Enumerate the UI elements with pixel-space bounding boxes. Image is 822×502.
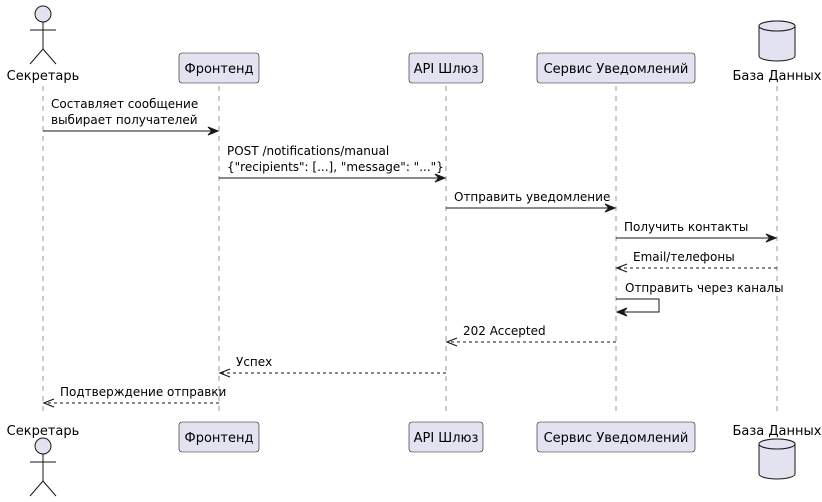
message-5: Email/телефоны xyxy=(615,250,777,273)
arrowhead-5 xyxy=(615,263,628,273)
participant-box-notify-bottom xyxy=(536,421,696,453)
message-3: Отправить уведомление xyxy=(446,190,617,213)
arrowhead-1 xyxy=(207,126,220,136)
participant-label-gateway-top: API Шлюз xyxy=(414,62,479,77)
message-7: 202 Accepted xyxy=(445,324,616,347)
message-label-5: Email/телефоны xyxy=(633,250,735,264)
actor-icon-top xyxy=(29,5,57,65)
message-label-4: Получить контакты xyxy=(624,220,748,234)
message-label-6: Отправить через каналы xyxy=(625,281,784,295)
message-1: Составляет сообщение выбирает получателей xyxy=(43,97,220,136)
message-label-1-line-2: выбирает получателей xyxy=(51,113,198,127)
participant-label-secretary-top: Секретарь xyxy=(7,69,80,84)
participant-box-gateway-top xyxy=(408,52,484,84)
database-icon-bottom xyxy=(758,438,796,480)
message-9: Подтверждение отправки xyxy=(42,385,226,408)
arrowhead-9 xyxy=(42,398,55,408)
message-label-2-line-2: {"recipients": [...], "message": "..."} xyxy=(227,160,444,174)
message-label-7: 202 Accepted xyxy=(463,324,546,338)
message-label-8: Успех xyxy=(236,355,272,369)
participant-label-notify-top: Сервис Уведомлений xyxy=(544,62,689,77)
message-line-6 xyxy=(616,298,660,313)
arrowhead-6 xyxy=(615,307,628,317)
arrowhead-7 xyxy=(445,337,458,347)
participant-box-frontend-bottom xyxy=(178,421,260,453)
participant-box-frontend-top xyxy=(178,52,260,84)
message-6: Отправить через каналы xyxy=(615,281,784,317)
arrowhead-3 xyxy=(604,203,617,213)
participant-label-db-bottom: База Данных xyxy=(733,424,822,439)
participant-label-notify-bottom: Сервис Уведомлений xyxy=(544,431,689,446)
participant-label-frontend-bottom: Фронтенд xyxy=(185,431,254,446)
message-label-9: Подтверждение отправки xyxy=(60,385,226,399)
participant-label-db-top: База Данных xyxy=(733,69,822,84)
participant-box-notify-top xyxy=(536,52,696,84)
arrowhead-4 xyxy=(765,233,778,243)
actor-icon-bottom xyxy=(29,437,57,497)
database-icon-top xyxy=(758,20,796,62)
message-label-2-line-1: POST /notifications/manual xyxy=(227,144,389,158)
message-8: Успех xyxy=(218,355,446,378)
arrowhead-2 xyxy=(434,173,447,183)
message-label-1-line-1: Составляет сообщение xyxy=(51,97,198,111)
participant-label-secretary-bottom: Секретарь xyxy=(7,424,80,439)
message-4: Получить контакты xyxy=(616,220,778,243)
message-2: POST /notifications/manual {"recipients":… xyxy=(219,144,447,183)
participant-box-gateway-bottom xyxy=(408,421,484,453)
message-label-3: Отправить уведомление xyxy=(454,190,610,204)
participant-label-frontend-top: Фронтенд xyxy=(185,62,254,77)
participant-label-gateway-bottom: API Шлюз xyxy=(414,431,479,446)
arrowhead-8 xyxy=(218,368,231,378)
